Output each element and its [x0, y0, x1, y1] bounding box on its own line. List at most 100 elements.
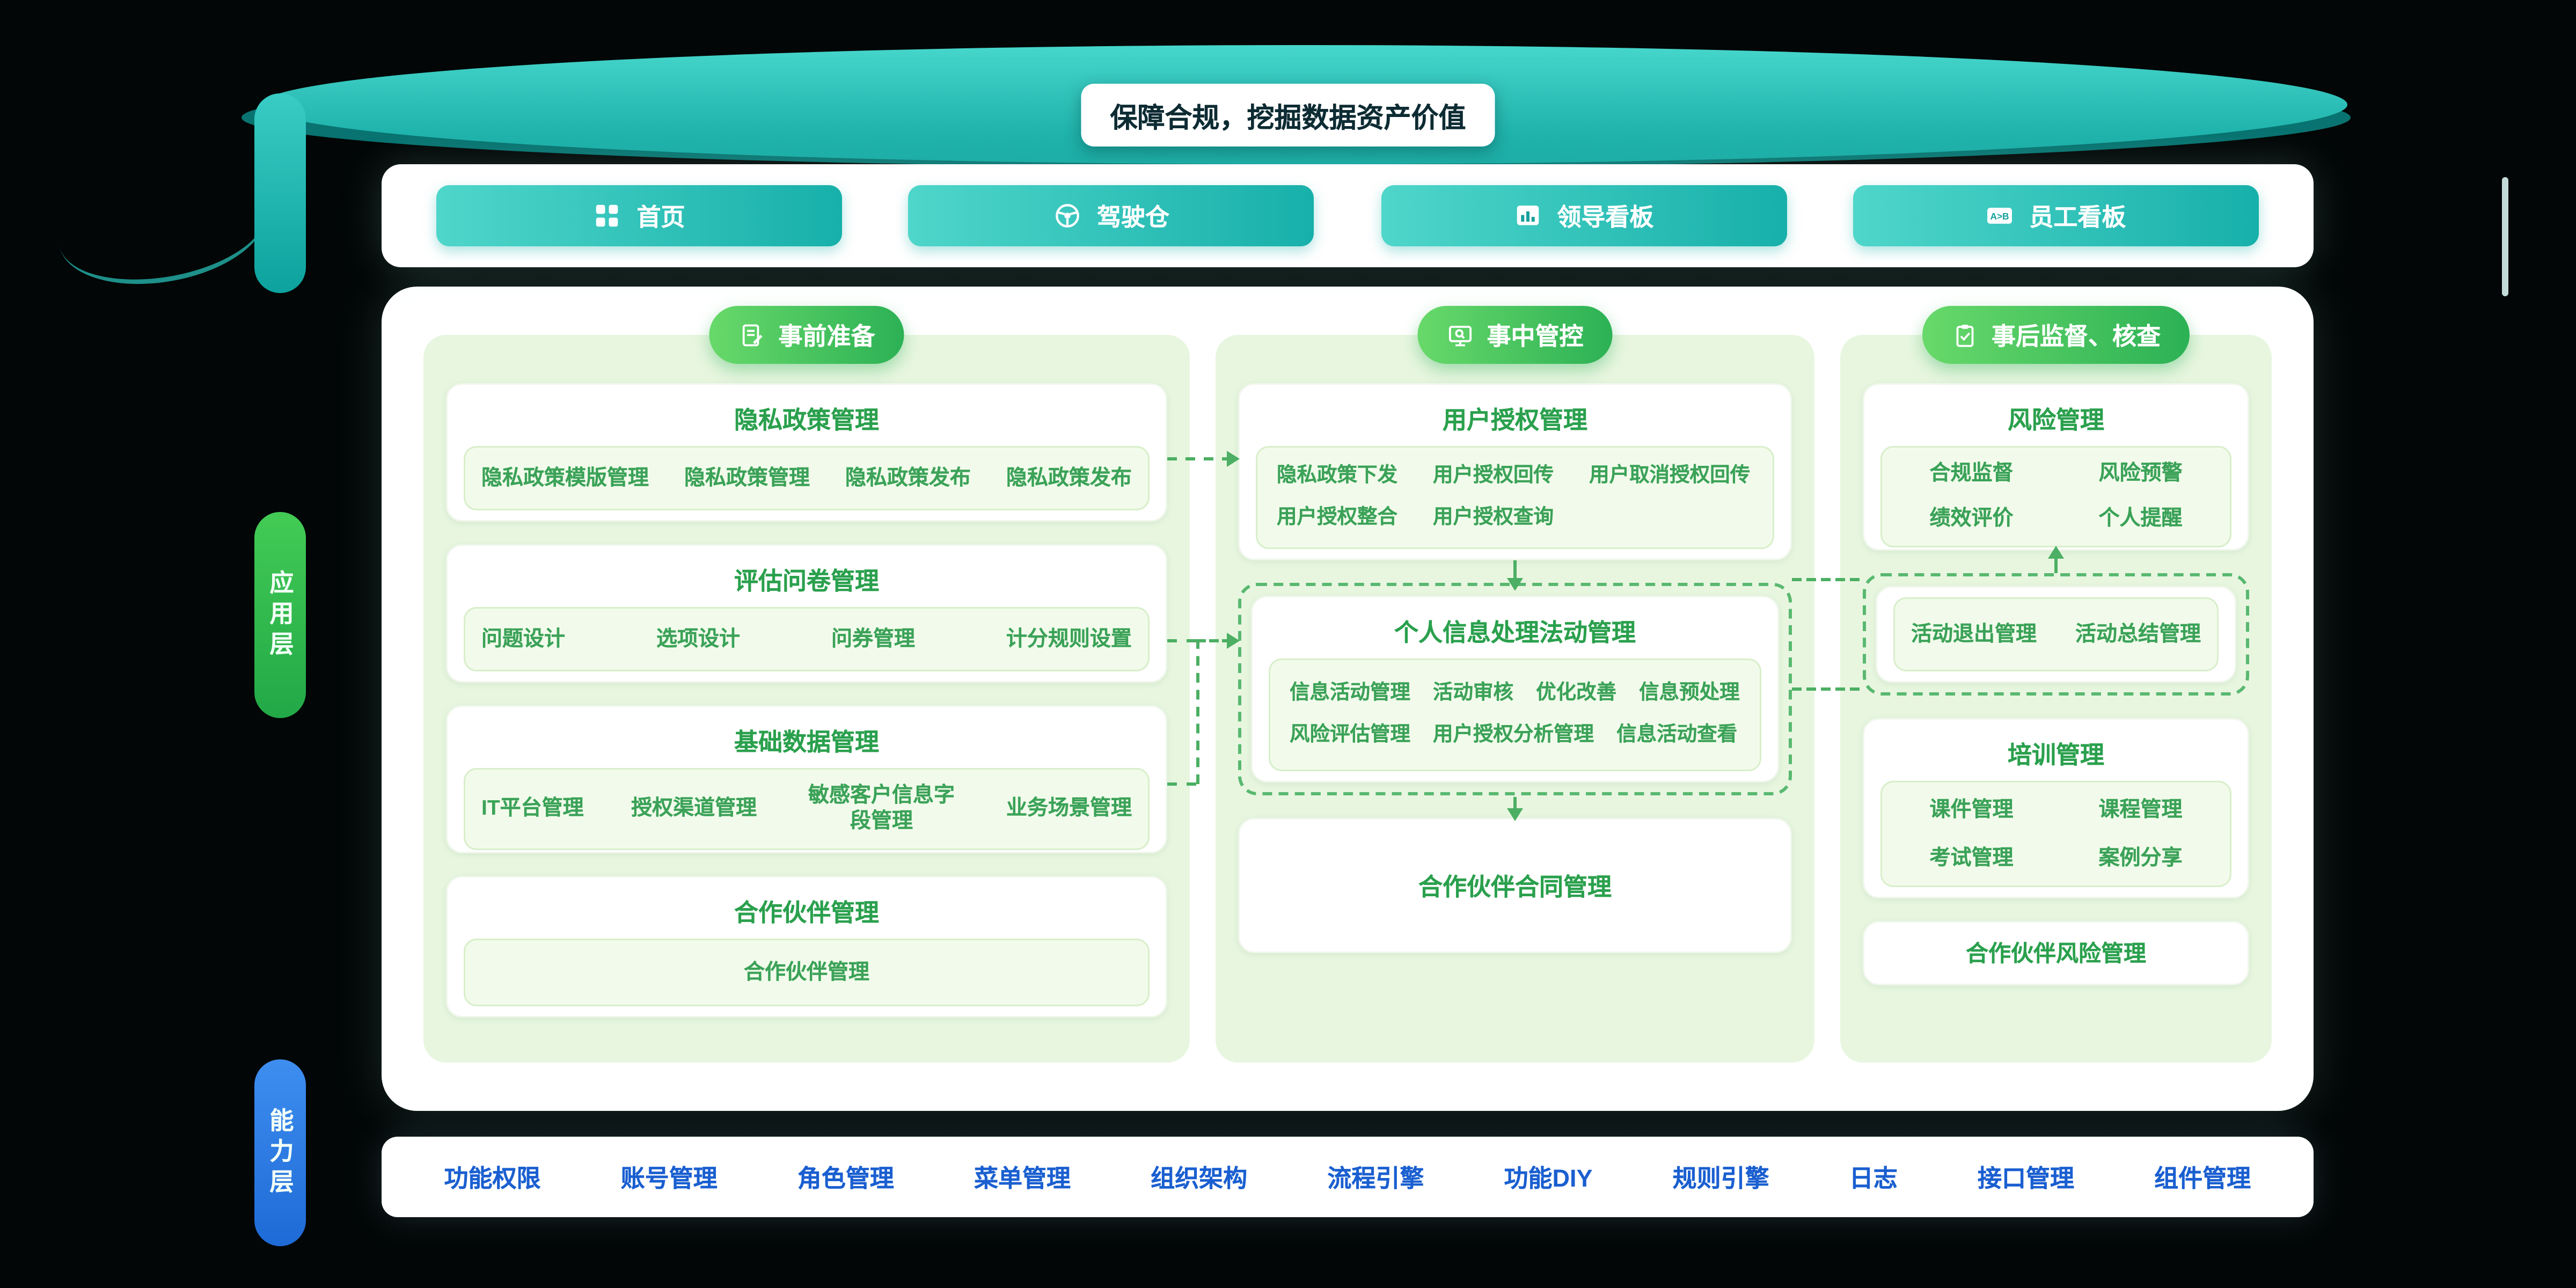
footer-item[interactable]: 功能权限 — [444, 1165, 541, 1192]
module-item: 隐私政策发布 — [845, 465, 971, 489]
flow-connector — [1513, 797, 1517, 810]
flow-connector — [1167, 457, 1232, 460]
flow-connector — [2054, 557, 2058, 573]
column-header-label: 事前准备 — [778, 323, 875, 350]
card-title: 合作伙伴风险管理 — [1966, 940, 2146, 966]
footer-item[interactable]: 账号管理 — [620, 1165, 718, 1192]
module-item: 课件管理 — [1929, 797, 2014, 822]
module-item: 隐私政策模版管理 — [481, 465, 649, 489]
svg-text:A>B: A>B — [1991, 211, 2010, 222]
flow-connector — [1167, 639, 1196, 642]
cards-container: 用户授权管理隐私政策下发用户授权回传用户取消授权回传用户授权整合用户授权查询个人… — [1216, 335, 1814, 953]
card-title: 合作伙伴管理 — [734, 900, 879, 927]
chart-icon — [1513, 201, 1542, 230]
module-card: 风险管理合规监督风险预警绩效评价个人提醒 — [1863, 383, 2249, 551]
nav-button-ab[interactable]: A>B 员工看板 — [1853, 185, 2259, 246]
module-card: 合作伙伴管理合作伙伴管理 — [446, 876, 1167, 1018]
cards-container: 隐私政策管理隐私政策模版管理隐私政策管理隐私政策发布隐私政策发布评估问卷管理问题… — [423, 335, 1190, 1018]
module-item: 信息活动查看 — [1616, 723, 1738, 745]
decor-right-line — [2502, 177, 2508, 296]
module-item: 用户授权查询 — [1433, 506, 1554, 528]
module-item: 授权渠道管理 — [631, 795, 757, 820]
footer-item[interactable]: 菜单管理 — [974, 1165, 1071, 1192]
capability-layer-bar: 功能权限 账号管理 角色管理 菜单管理 组织架构 流程引擎 功能DIY 规则引擎 日志 接口管理 组… — [382, 1137, 2314, 1217]
module-item: 业务场景管理 — [1006, 795, 1132, 820]
flow-arrowhead — [1227, 451, 1240, 467]
flow-arrowhead — [2048, 546, 2064, 559]
flow-connector — [1167, 782, 1196, 786]
module-item: 优化改善 — [1536, 682, 1617, 705]
nav-button-steering[interactable]: 驾驶仓 — [908, 185, 1314, 246]
card-title: 风险管理 — [2007, 407, 2104, 435]
module-card: 合作伙伴风险管理 — [1863, 921, 2249, 985]
module-strip: 合规监督风险预警绩效评价个人提醒 — [1880, 446, 2231, 547]
column-post-audit: 事后监督、核查 风险管理合规监督风险预警绩效评价个人提醒活动退出管理活动总结管理… — [1840, 306, 2272, 1063]
card-title: 基础数据管理 — [734, 729, 879, 757]
flow-connector — [1792, 578, 1860, 581]
module-card: 培训管理课件管理 课程管理考试管理 案例分享 — [1863, 718, 2249, 898]
application-layer-panel: 事前准备 隐私政策管理隐私政策模版管理隐私政策管理隐私政策发布隐私政策发布评估问… — [382, 287, 2314, 1111]
app-layer-label: 应用层 — [266, 569, 294, 661]
nav-button-label: 员工看板 — [2029, 203, 2126, 231]
column-in-process-control: 事中管控 用户授权管理隐私政策下发用户授权回传用户取消授权回传用户授权整合用户授… — [1216, 306, 1814, 1063]
footer-item[interactable]: 组件管理 — [2154, 1165, 2251, 1192]
column-header-pill: 事前准备 — [709, 306, 904, 364]
ab-icon: A>B — [1986, 201, 2015, 230]
capability-layer-tag: 能力层 — [254, 1059, 306, 1246]
decor-teal-blob — [254, 93, 306, 293]
module-item: 合作伙伴管理 — [743, 959, 869, 984]
footer-item[interactable]: 角色管理 — [797, 1165, 894, 1192]
flow-arrowhead — [1507, 808, 1523, 821]
card-title: 培训管理 — [2007, 742, 2104, 770]
module-item: 计分规则设置 — [1006, 626, 1132, 650]
module-strip: 活动退出管理活动总结管理 — [1893, 597, 2219, 671]
module-item: 用户授权整合 — [1277, 506, 1398, 528]
module-item: 信息预处理 — [1639, 682, 1740, 705]
module-item: 活动总结管理 — [2075, 621, 2201, 646]
nav-button-grid[interactable]: 首页 — [436, 185, 842, 246]
flow-connector — [1792, 687, 1860, 691]
module-item: 用户授权回传 — [1433, 464, 1554, 487]
app-layer-tag: 应用层 — [254, 512, 306, 718]
module-strip: 问题设计 选项设计 问券管理 计分规则设置 — [464, 607, 1150, 671]
module-item: 问券管理 — [831, 626, 915, 650]
monitor-search-icon — [1446, 321, 1474, 349]
nav-button-chart[interactable]: 领导看板 — [1380, 185, 1787, 246]
steering-icon — [1053, 201, 1082, 230]
card-title: 合作伙伴合同管理 — [1418, 873, 1612, 901]
flow-connector — [1196, 639, 1199, 784]
flow-arrowhead — [1227, 633, 1240, 649]
cards-container: 风险管理合规监督风险预警绩效评价个人提醒活动退出管理活动总结管理培训管理课件管理… — [1840, 335, 2272, 985]
module-card: 隐私政策管理隐私政策模版管理隐私政策管理隐私政策发布隐私政策发布 — [446, 383, 1167, 522]
column-pre-preparation: 事前准备 隐私政策管理隐私政策模版管理隐私政策管理隐私政策发布隐私政策发布评估问… — [423, 306, 1190, 1063]
footer-item[interactable]: 流程引擎 — [1327, 1165, 1424, 1192]
module-strip: 合作伙伴管理 — [464, 939, 1150, 1006]
nav-button-label: 驾驶仓 — [1096, 203, 1169, 231]
module-item: 课程管理 — [2098, 797, 2183, 822]
module-strip: 课件管理 课程管理考试管理 案例分享 — [1880, 781, 2231, 887]
module-item: 问题设计 — [481, 626, 566, 650]
module-strip: 隐私政策下发用户授权回传用户取消授权回传用户授权整合用户授权查询 — [1256, 446, 1774, 549]
top-nav-bar: 首页 驾驶仓 领导看板 A>B 员工看板 — [382, 164, 2314, 267]
nav-buttons: 首页 驾驶仓 领导看板 A>B 员工看板 — [382, 164, 2314, 267]
module-item: IT平台管理 — [481, 795, 584, 820]
module-item: 风险预警 — [2098, 460, 2183, 485]
module-item: 个人提醒 — [2098, 506, 2183, 530]
footer-item[interactable]: 接口管理 — [1977, 1165, 2074, 1192]
card-title: 评估问卷管理 — [734, 568, 879, 596]
module-item: 考试管理 — [1929, 844, 2014, 869]
module-item: 选项设计 — [656, 626, 741, 650]
module-item: 案例分享 — [2098, 844, 2183, 869]
footer-item[interactable]: 规则引擎 — [1672, 1165, 1769, 1192]
module-item: 敏感客户信息字段管理 — [808, 782, 955, 833]
card-title: 隐私政策管理 — [734, 407, 879, 435]
module-card: 合作伙伴合同管理 — [1238, 818, 1792, 953]
footer-item[interactable]: 日志 — [1849, 1165, 1898, 1192]
module-card: 基础数据管理 IT平台管理 授权渠道管理 敏感客户信息字段管理 业务场景管理 — [446, 705, 1167, 853]
footer-item[interactable]: 组织架构 — [1151, 1165, 1248, 1192]
module-item: 用户取消授权回传 — [1589, 464, 1751, 487]
footer-item[interactable]: 功能DIY — [1504, 1165, 1593, 1192]
module-item: 合规监督 — [1929, 460, 2014, 485]
decor-arc — [50, 156, 275, 299]
